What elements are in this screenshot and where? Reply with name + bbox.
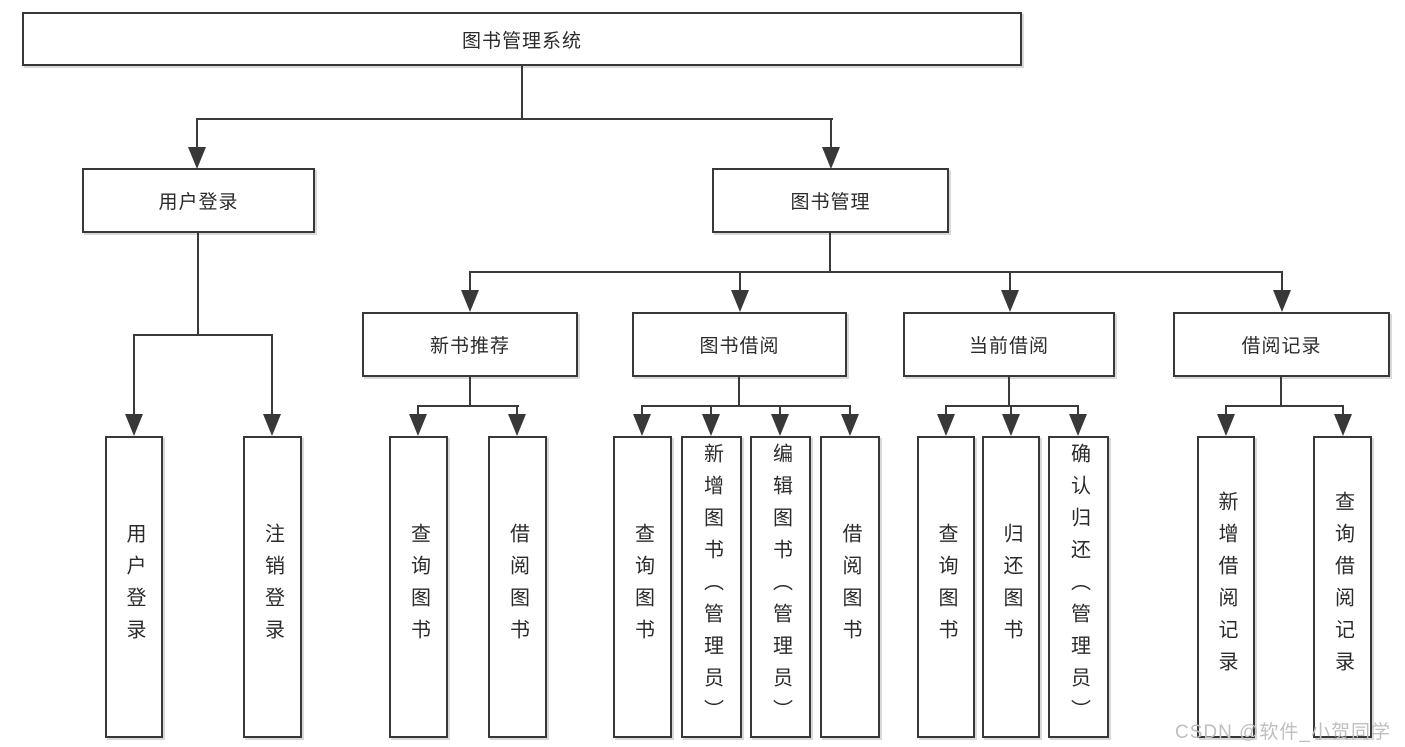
connector-line <box>1225 405 1344 407</box>
leaf-label: 借阅图书 <box>839 523 861 651</box>
connector-line <box>1008 377 1010 407</box>
connector-line <box>1342 405 1344 416</box>
leaf-label: 注销登录 <box>261 523 284 651</box>
node-label: 图书借阅 <box>699 336 780 357</box>
leaf-query-books-borrow: 查询图书 <box>613 436 672 738</box>
arrow-down-icon <box>263 414 281 436</box>
arrow-down-icon <box>731 290 749 312</box>
node-label: 图书管理系统 <box>461 30 582 52</box>
leaf-borrow-books: 借阅图书 <box>820 436 880 738</box>
leaf-user-login: 用户登录 <box>105 436 163 738</box>
connector-line <box>133 334 273 336</box>
leaf-query-books-recommend: 查询图书 <box>389 436 448 738</box>
connector-line <box>417 405 419 416</box>
node-book-management: 图书管理 <box>712 168 949 233</box>
connector-line <box>469 271 471 293</box>
leaf-add-borrow-record: 新增借阅记录 <box>1197 436 1255 738</box>
connector-line <box>1281 271 1283 293</box>
arrow-down-icon <box>1217 414 1235 436</box>
arrow-down-icon <box>409 414 427 436</box>
connector-line <box>133 334 135 416</box>
connector-line <box>829 233 831 273</box>
node-label: 借阅记录 <box>1241 336 1322 357</box>
leaf-label: 确认归还（管理员） <box>1067 443 1090 731</box>
connector-line <box>516 405 518 416</box>
connector-line <box>945 405 1079 407</box>
connector-line <box>1280 377 1282 407</box>
leaf-query-books-current: 查询图书 <box>917 436 975 738</box>
leaf-label: 查询借阅记录 <box>1331 491 1354 683</box>
arrow-down-icon <box>1069 414 1087 436</box>
arrow-down-icon <box>1273 290 1291 312</box>
connector-line <box>849 405 851 416</box>
arrow-down-icon <box>188 147 206 169</box>
leaf-label: 归还图书 <box>1000 523 1022 651</box>
leaf-logout: 注销登录 <box>243 436 302 738</box>
connector-line <box>1225 405 1227 416</box>
connector-line <box>271 334 273 416</box>
connector-line <box>196 118 833 120</box>
csdn-watermark: CSDN @软件_小贺同学 <box>1175 722 1391 743</box>
node-user-login: 用户登录 <box>82 168 315 233</box>
connector-line <box>830 118 832 150</box>
arrow-down-icon <box>1002 414 1020 436</box>
arrow-down-icon <box>841 414 859 436</box>
leaf-edit-book-admin: 编辑图书（管理员） <box>750 436 811 738</box>
node-label: 新书推荐 <box>429 336 510 357</box>
arrow-down-icon <box>633 414 651 436</box>
connector-line <box>738 377 740 407</box>
node-new-book-recommend: 新书推荐 <box>362 312 578 377</box>
connector-line <box>641 405 851 407</box>
arrow-down-icon <box>822 147 840 169</box>
arrow-down-icon <box>771 414 789 436</box>
connector-line <box>521 66 523 119</box>
connector-line <box>1077 405 1079 416</box>
leaf-borrow-books-recommend: 借阅图书 <box>488 436 547 738</box>
connector-line <box>197 233 199 336</box>
arrow-down-icon <box>1001 290 1019 312</box>
leaf-label: 借阅图书 <box>506 523 529 651</box>
leaf-label: 新增图书（管理员） <box>700 443 723 731</box>
arrow-down-icon <box>461 290 479 312</box>
leaf-label: 新增借阅记录 <box>1215 491 1237 683</box>
connector-line <box>641 405 643 416</box>
arrow-down-icon <box>702 414 720 436</box>
connector-line <box>196 118 198 150</box>
connector-line <box>739 271 741 293</box>
connector-line <box>1010 405 1012 416</box>
node-borrow-records: 借阅记录 <box>1173 312 1390 377</box>
leaf-add-book-admin: 新增图书（管理员） <box>681 436 742 738</box>
leaf-label: 查询图书 <box>631 523 654 651</box>
arrow-down-icon <box>1334 414 1352 436</box>
arrow-down-icon <box>937 414 955 436</box>
connector-line <box>469 271 1282 273</box>
node-label: 当前借阅 <box>968 336 1049 357</box>
leaf-label: 编辑图书（管理员） <box>769 443 792 731</box>
connector-line <box>945 405 947 416</box>
leaf-confirm-return-admin: 确认归还（管理员） <box>1048 436 1109 738</box>
connector-line <box>1009 271 1011 293</box>
leaf-return-book: 归还图书 <box>982 436 1040 738</box>
connector-line <box>710 405 712 416</box>
connector-line <box>417 405 519 407</box>
node-label: 图书管理 <box>790 192 871 213</box>
node-current-borrow: 当前借阅 <box>903 312 1115 377</box>
leaf-label: 查询图书 <box>407 523 430 651</box>
connector-line <box>779 405 781 416</box>
node-book-borrow: 图书借阅 <box>632 312 847 377</box>
leaf-label: 用户登录 <box>123 523 145 651</box>
arrow-down-icon <box>508 414 526 436</box>
connector-line <box>469 377 471 407</box>
node-root-system: 图书管理系统 <box>22 12 1022 66</box>
arrow-down-icon <box>125 414 143 436</box>
node-label: 用户登录 <box>158 192 239 213</box>
leaf-query-borrow-record: 查询借阅记录 <box>1313 436 1372 738</box>
leaf-label: 查询图书 <box>935 523 957 651</box>
